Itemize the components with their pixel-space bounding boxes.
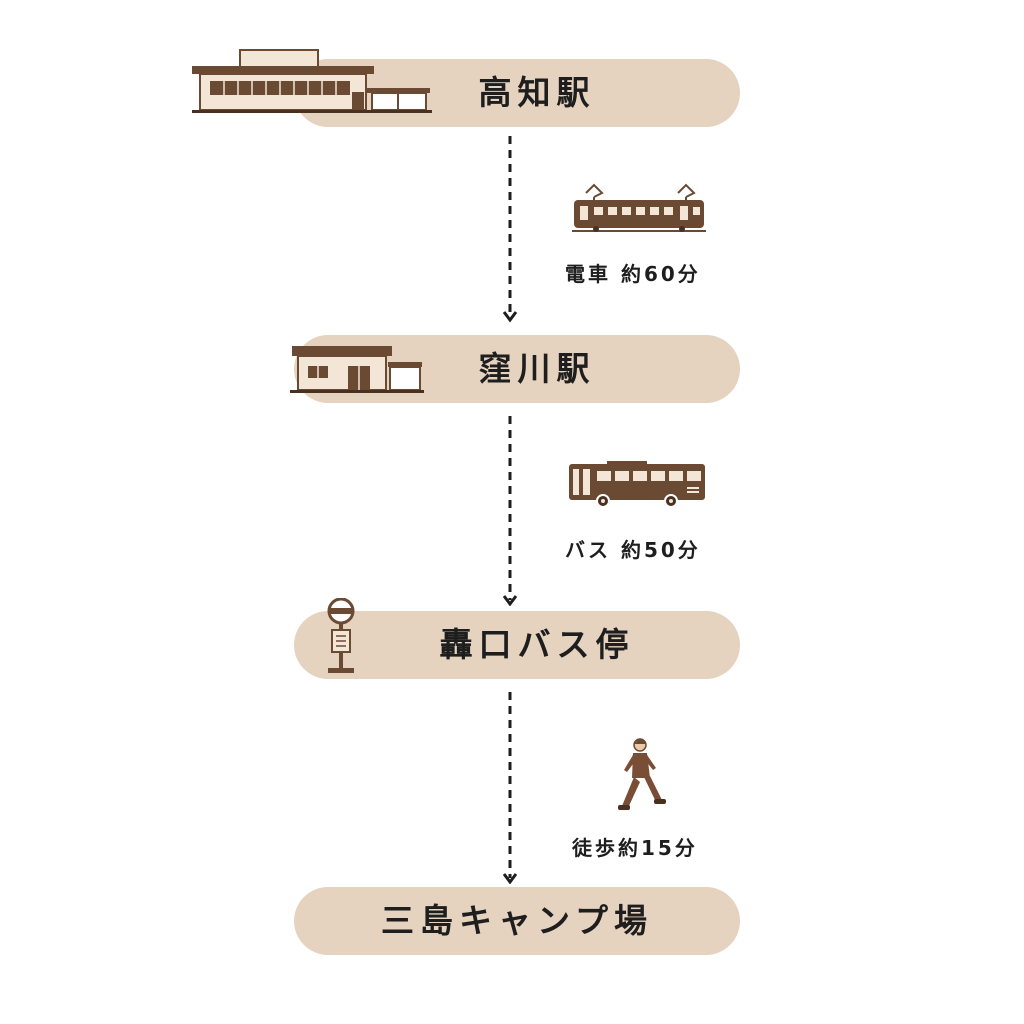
- station-todoroki: 轟口バス停: [294, 611, 740, 679]
- route-arrow: [502, 692, 518, 884]
- route-arrow: [502, 136, 518, 326]
- station-label: 窪川駅: [478, 349, 596, 388]
- station-label: 高知駅: [478, 73, 596, 112]
- station-mishima-campground: 三島キャンプ場: [294, 887, 740, 955]
- leg-label: 徒歩約15分: [572, 836, 698, 860]
- leg-label: 電車 約60分: [565, 262, 701, 286]
- walking-person-icon: [614, 736, 666, 820]
- bus-icon: [567, 461, 707, 513]
- station-building-large-icon: [192, 48, 432, 118]
- station-label: 三島キャンプ場: [380, 901, 653, 940]
- bus-stop-sign-icon: [325, 597, 357, 678]
- leg-label: バス 約50分: [565, 538, 701, 562]
- train-icon: [572, 183, 706, 239]
- route-arrow: [502, 416, 518, 606]
- station-label: 轟口バス停: [439, 625, 635, 664]
- station-building-small-icon: [290, 344, 424, 398]
